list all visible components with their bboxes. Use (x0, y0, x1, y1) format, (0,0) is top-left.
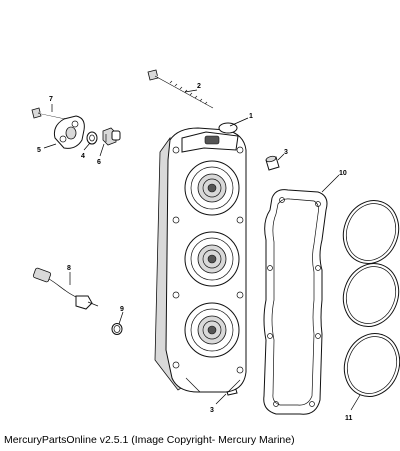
callout-6: 6 (97, 159, 101, 166)
cylinder-opening-lower (184, 302, 240, 358)
part-10-gasket[interactable] (263, 189, 328, 415)
callout-4: 4 (81, 153, 85, 160)
part-11-seal-ring-upper[interactable] (335, 193, 400, 272)
image-copyright-caption: MercuryPartsOnline v2.5.1 (Image Copyrig… (4, 434, 295, 446)
callout-3-upper: 3 (284, 149, 288, 156)
callout-8: 8 (67, 265, 71, 272)
callout-5: 5 (37, 147, 41, 154)
part-3-dowel-pin-upper[interactable] (265, 155, 280, 171)
callout-1: 1 (249, 113, 253, 120)
callout-2: 2 (197, 83, 201, 90)
part-11-seal-ring-middle[interactable] (335, 256, 400, 335)
callout-11: 11 (345, 415, 353, 422)
part-6-sensor-fitting[interactable] (102, 127, 121, 146)
part-11-seal-ring-lower[interactable] (336, 326, 400, 405)
part-8-temperature-sender[interactable] (32, 267, 99, 310)
callout-3-lower: 3 (210, 407, 214, 414)
part-2-long-bolt[interactable] (147, 69, 214, 109)
callout-7: 7 (49, 96, 53, 103)
part-7-small-bolt[interactable] (31, 107, 67, 120)
part-5-flange-plate[interactable] (53, 115, 85, 149)
cylinder-opening-upper (184, 160, 240, 216)
cylinder-opening-middle (184, 231, 240, 287)
part-1-cover-housing[interactable] (154, 122, 247, 393)
part-9-o-ring[interactable] (111, 323, 123, 335)
callout-9: 9 (120, 306, 124, 313)
callout-10: 10 (339, 170, 347, 177)
callout-labels: 1 2 3 3 4 5 6 7 8 9 10 11 (37, 83, 353, 422)
part-4-washer[interactable] (86, 131, 98, 145)
leader-lines (43, 89, 361, 411)
